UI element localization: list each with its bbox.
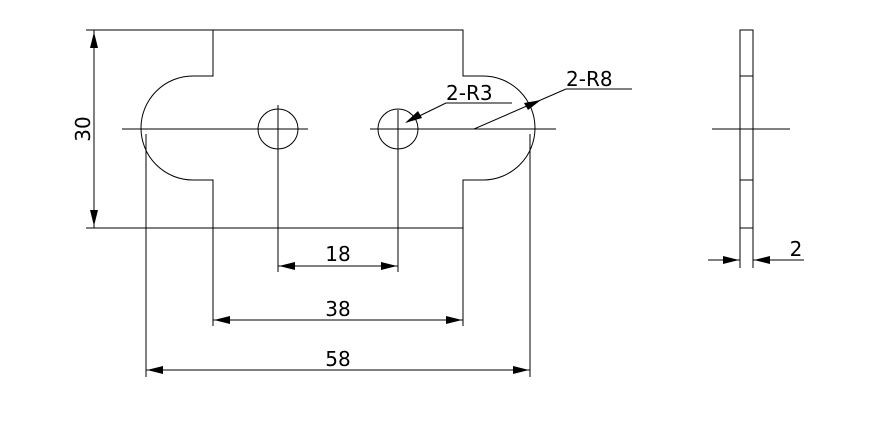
hole-radius-callout: 2-R3 <box>405 81 512 123</box>
end-radius-callout: 2-R8 <box>473 67 632 130</box>
overall-width-label: 58 <box>325 347 350 371</box>
height-dimension-label: 30 <box>71 116 95 141</box>
hole-spacing-label: 18 <box>325 242 350 266</box>
height-dimension: 30 <box>71 29 213 229</box>
neck-width-label: 38 <box>325 297 350 321</box>
thickness-dimension: 2 <box>708 228 804 268</box>
thickness-label: 2 <box>790 237 803 261</box>
overall-width-dimension: 58 <box>145 134 531 377</box>
end-radius-label: 2-R8 <box>566 67 613 91</box>
hole-radius-label: 2-R3 <box>446 81 493 105</box>
neck-width-dimension: 38 <box>212 228 464 326</box>
side-view <box>712 29 790 229</box>
hole-spacing-dimension: 18 <box>278 242 398 270</box>
